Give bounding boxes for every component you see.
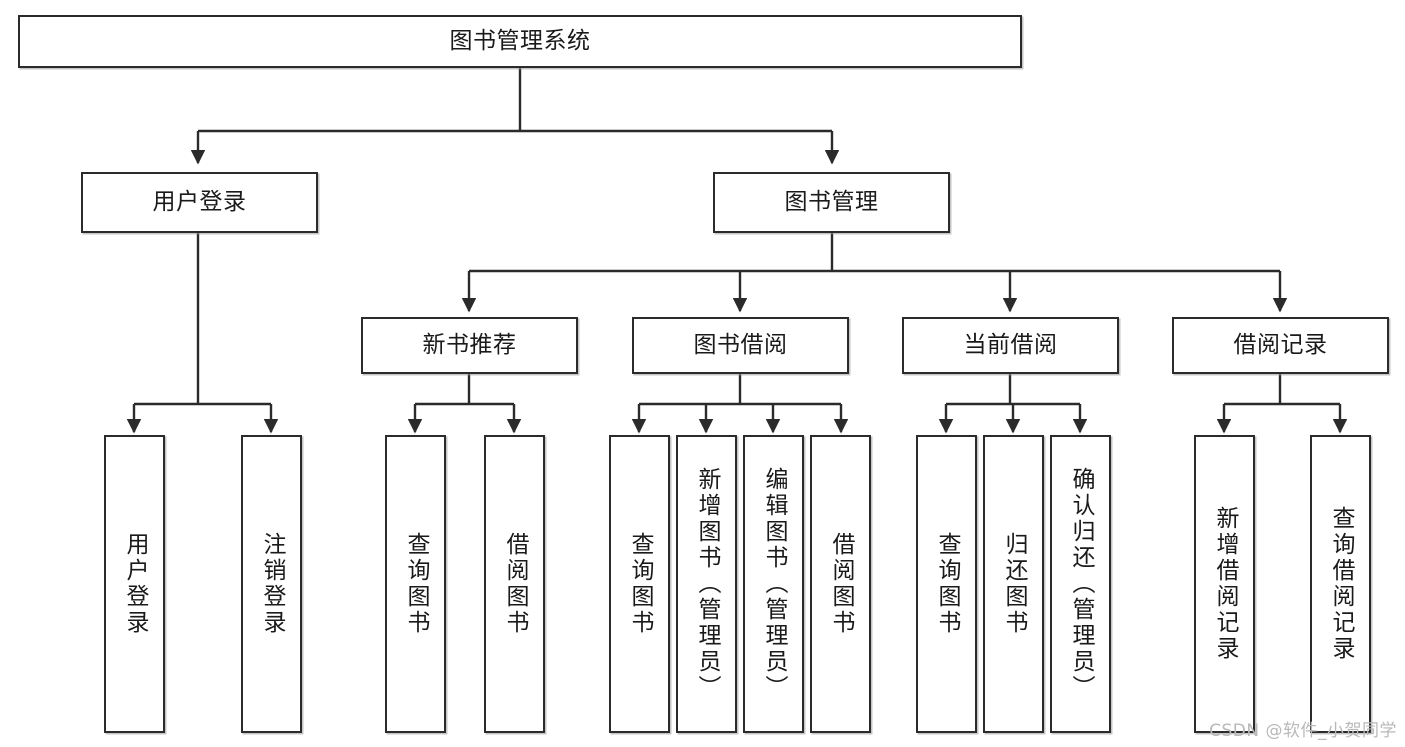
node-user-login[interactable]: 用户登录 bbox=[81, 172, 318, 233]
node-borrow-record[interactable]: 借阅记录 bbox=[1172, 317, 1389, 374]
node-leaf-add-record[interactable]: 新增借阅记录 bbox=[1194, 435, 1255, 733]
node-label: 借阅图书 bbox=[828, 532, 854, 636]
node-leaf-query-book-1[interactable]: 查询图书 bbox=[385, 435, 446, 733]
node-label: 借阅图书 bbox=[502, 532, 528, 636]
node-leaf-edit-book[interactable]: 编辑图书（管理员） bbox=[743, 435, 804, 733]
node-label: 图书借阅 bbox=[693, 331, 788, 358]
node-label: 用户登录 bbox=[152, 188, 247, 215]
node-label: 图书管理系统 bbox=[449, 27, 591, 54]
node-leaf-logout-login[interactable]: 注销登录 bbox=[241, 435, 302, 733]
node-leaf-add-book[interactable]: 新增图书（管理员） bbox=[676, 435, 737, 733]
node-leaf-return-book[interactable]: 归还图书 bbox=[983, 435, 1044, 733]
node-label: 确认归还（管理员） bbox=[1068, 467, 1094, 701]
node-label: 新增图书（管理员） bbox=[694, 467, 720, 701]
node-book-management-system[interactable]: 图书管理系统 bbox=[18, 15, 1022, 68]
node-label: 新书推荐 bbox=[422, 331, 517, 358]
csdn-watermark: CSDN @软件_小贺同学 bbox=[1209, 721, 1397, 741]
node-label: 查询图书 bbox=[934, 532, 960, 636]
node-label: 归还图书 bbox=[1001, 532, 1027, 636]
node-label: 编辑图书（管理员） bbox=[761, 467, 787, 701]
node-leaf-confirm-return[interactable]: 确认归还（管理员） bbox=[1050, 435, 1111, 733]
node-new-book-recommend[interactable]: 新书推荐 bbox=[361, 317, 578, 374]
node-current-borrow[interactable]: 当前借阅 bbox=[902, 317, 1119, 374]
node-leaf-borrow-book-2[interactable]: 借阅图书 bbox=[810, 435, 871, 733]
node-label: 当前借阅 bbox=[963, 331, 1058, 358]
node-book-management[interactable]: 图书管理 bbox=[713, 172, 950, 233]
node-leaf-query-record[interactable]: 查询借阅记录 bbox=[1310, 435, 1371, 733]
node-label: 图书管理 bbox=[784, 188, 879, 215]
node-label: 查询图书 bbox=[403, 532, 429, 636]
node-leaf-borrow-book-1[interactable]: 借阅图书 bbox=[484, 435, 545, 733]
node-label: 借阅记录 bbox=[1233, 331, 1328, 358]
node-label: 查询借阅记录 bbox=[1328, 506, 1354, 662]
node-label: 用户登录 bbox=[122, 532, 148, 636]
node-label: 查询图书 bbox=[627, 532, 653, 636]
node-leaf-query-book-3[interactable]: 查询图书 bbox=[916, 435, 977, 733]
node-label: 新增借阅记录 bbox=[1212, 506, 1238, 662]
node-leaf-query-book-2[interactable]: 查询图书 bbox=[609, 435, 670, 733]
node-book-borrow[interactable]: 图书借阅 bbox=[632, 317, 849, 374]
node-leaf-user-login[interactable]: 用户登录 bbox=[104, 435, 165, 733]
node-label: 注销登录 bbox=[259, 532, 285, 636]
